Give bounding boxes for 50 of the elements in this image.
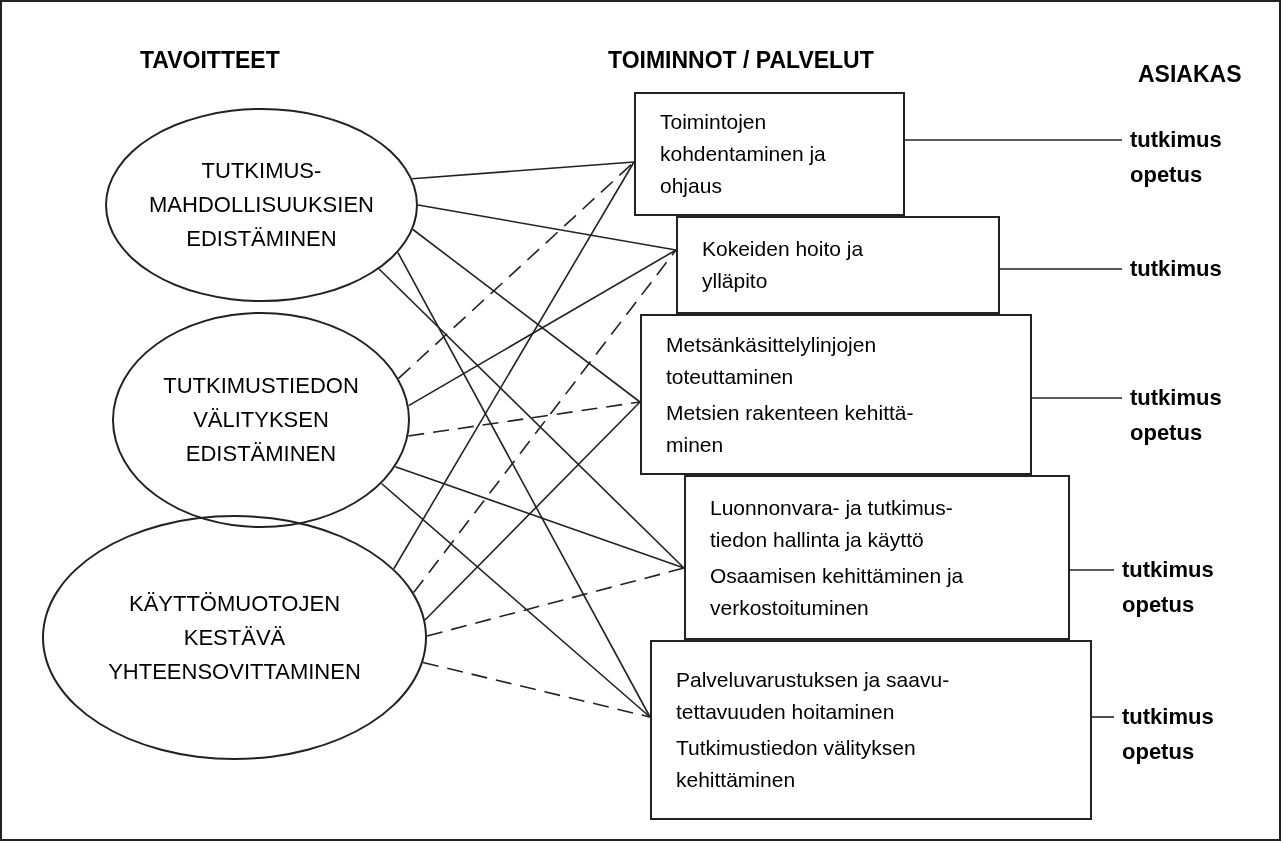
service-label: Metsänkäsittelylinjojen toteuttaminen bbox=[666, 331, 878, 390]
column-heading: ASIAKAS bbox=[1138, 60, 1242, 88]
customer-label: tutkimus bbox=[1130, 384, 1222, 412]
service-label: Luonnonvara- ja tutkimus- tiedon hallinta ja käyttö bbox=[710, 494, 954, 553]
dashed-connector bbox=[426, 567, 685, 637]
service-label: Palveluvarustuksen ja saavu- tettavuuden hoitaminen bbox=[676, 667, 951, 725]
service-label: Metsien rakenteen kehittä- minen bbox=[666, 399, 915, 458]
connector-line bbox=[411, 161, 635, 180]
service-box bbox=[684, 475, 1070, 640]
connector-line bbox=[412, 228, 641, 403]
goal-label: TUTKIMUS- MAHDOLLISUUKSIEN EDISTÄMINEN bbox=[148, 157, 375, 253]
connector-line bbox=[1069, 569, 1115, 571]
customer-label: opetus bbox=[1130, 161, 1203, 189]
customer-label: opetus bbox=[1122, 591, 1195, 619]
service-box bbox=[640, 314, 1032, 475]
column-heading: TOIMINNOT / PALVELUT bbox=[608, 46, 874, 74]
connector-line bbox=[1091, 716, 1115, 718]
connector-line bbox=[417, 204, 677, 251]
customer-label: opetus bbox=[1122, 738, 1195, 766]
connector-line bbox=[1031, 397, 1123, 399]
connector-line bbox=[999, 268, 1123, 270]
connector-line bbox=[380, 482, 651, 718]
service-box bbox=[634, 92, 905, 216]
connector-line bbox=[424, 401, 641, 621]
service-label: Osaamisen kehittäminen ja verkostoituminen bbox=[710, 562, 965, 621]
goal-ellipse bbox=[105, 108, 418, 302]
service-box bbox=[676, 216, 1000, 314]
service-label: Kokeiden hoito ja ylläpito bbox=[702, 236, 865, 294]
goal-ellipse bbox=[112, 312, 410, 528]
customer-label: tutkimus bbox=[1122, 703, 1214, 731]
goal-ellipse bbox=[42, 515, 427, 760]
connector-line bbox=[407, 249, 677, 407]
connector-line bbox=[378, 268, 685, 569]
connector-line bbox=[397, 251, 651, 718]
dashed-connector bbox=[412, 249, 677, 594]
customer-label: tutkimus bbox=[1130, 126, 1222, 154]
connector-line bbox=[393, 161, 635, 570]
customer-label: tutkimus bbox=[1122, 556, 1214, 584]
goal-label: KÄYTTÖMUOTOJEN KESTÄVÄ YHTEENSOVITTAMINEN bbox=[107, 589, 362, 686]
dashed-connector bbox=[407, 401, 641, 437]
dashed-connector bbox=[422, 661, 651, 718]
column-heading: TAVOITTEET bbox=[140, 46, 280, 74]
service-box bbox=[650, 640, 1092, 820]
connector-line bbox=[904, 139, 1123, 141]
customer-label: tutkimus bbox=[1130, 255, 1222, 283]
service-label: Toimintojen kohdentaminen ja ohjaus bbox=[660, 109, 827, 199]
service-label: Tutkimustiedon välityksen kehittäminen bbox=[676, 735, 917, 793]
customer-label: opetus bbox=[1130, 419, 1203, 447]
goal-label: TUTKIMUSTIEDON VÄLITYKSEN EDISTÄMINEN bbox=[162, 372, 360, 468]
connector-line bbox=[394, 465, 685, 569]
